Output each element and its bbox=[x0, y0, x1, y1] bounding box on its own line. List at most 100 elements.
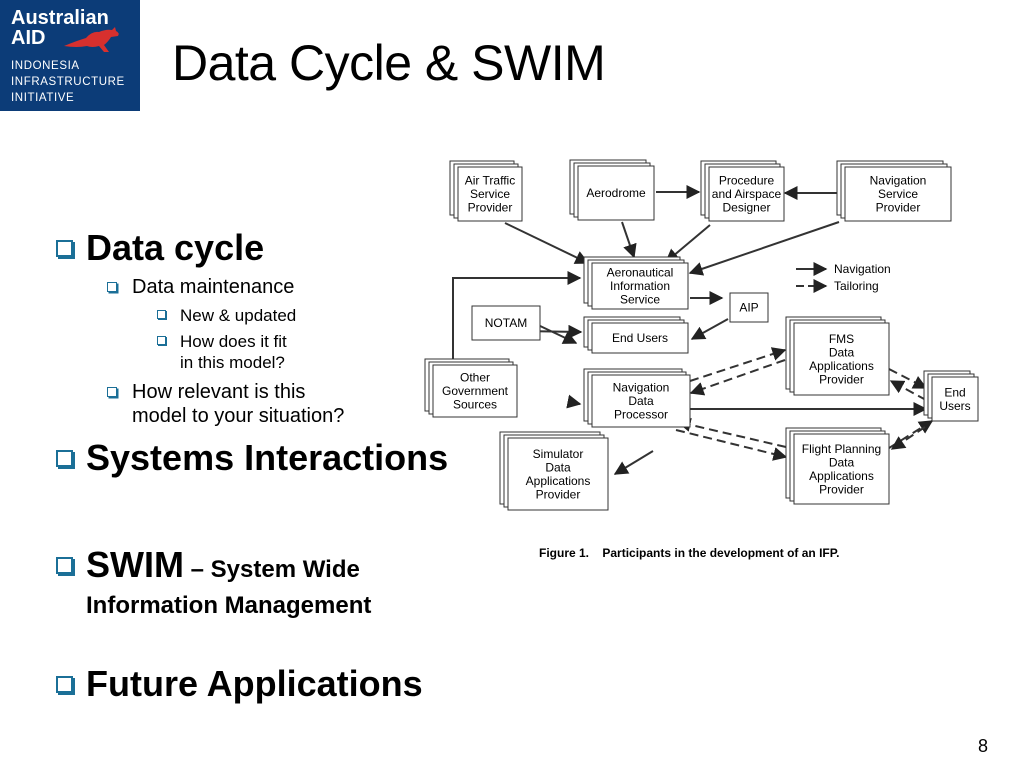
figure-caption-label: Figure 1. bbox=[539, 546, 590, 560]
edge-atsp-to-ais bbox=[504, 222, 590, 264]
diagram-edges bbox=[452, 185, 928, 475]
legend-tailoring-label: Tailoring bbox=[834, 279, 879, 293]
node-navproc-label: Navigation bbox=[613, 381, 670, 395]
node-atsp-label: Provider bbox=[468, 201, 513, 215]
bullet-text: How relevant is this model to your situa… bbox=[132, 380, 344, 428]
node-nsp-label: Navigation bbox=[870, 174, 927, 188]
bullet-data-maintenance: Data maintenance bbox=[107, 275, 294, 299]
swim-line2: Information Management bbox=[86, 592, 372, 619]
edge-flightplan-to-navproc bbox=[676, 418, 787, 448]
bullet-checkbox-icon bbox=[56, 557, 73, 574]
node-procedure-label: and Airspace bbox=[712, 187, 782, 201]
logo-brand: Australian AID bbox=[11, 8, 109, 48]
node-endusers2-box bbox=[931, 376, 979, 422]
node-nsp-label: Service bbox=[878, 187, 918, 201]
node-aerodrome-box bbox=[577, 165, 655, 221]
edge-fms-to-endusers2 bbox=[888, 368, 928, 389]
node-notam: NOTAM bbox=[471, 305, 541, 341]
node-ais-label: Aeronautical bbox=[607, 266, 674, 280]
node-nsp-box bbox=[844, 166, 952, 222]
node-atsp-box bbox=[457, 166, 523, 222]
node-notam-label: NOTAM bbox=[485, 316, 527, 330]
bullet-checkbox-icon bbox=[56, 450, 73, 467]
node-endusers2-label: End bbox=[944, 385, 965, 399]
node-fms-box bbox=[793, 322, 890, 396]
bullet-text: Systems Interactions bbox=[86, 437, 449, 478]
node-procedure-label: Procedure bbox=[719, 174, 775, 188]
edge-notam-to-navproc bbox=[537, 324, 578, 344]
bullet-text: Data cycle bbox=[86, 227, 265, 268]
node-other-box bbox=[432, 364, 518, 418]
bullet-new-updated: New & updated bbox=[157, 305, 296, 326]
node-simulator-box bbox=[507, 437, 609, 511]
node-aip-box bbox=[729, 292, 769, 323]
figure-caption: Figure 1. Participants in the developmen… bbox=[539, 546, 840, 560]
kangaroo-icon bbox=[64, 27, 119, 52]
edge-flightplan-to-endusers2 bbox=[888, 420, 934, 449]
bullet-checkbox-icon bbox=[157, 336, 166, 345]
node-atsp-label: Service bbox=[470, 187, 510, 201]
node-aerodrome: Aerodrome bbox=[569, 159, 655, 221]
swim-label: SWIM bbox=[86, 544, 184, 585]
ifp-participants-diagram: Air TrafficServiceProviderAerodromeProce… bbox=[424, 159, 979, 511]
node-endusers2-label: Users bbox=[939, 399, 970, 413]
bullet-future-applications: Future Applications bbox=[56, 664, 423, 704]
bullet-text-line1: How does it fit bbox=[180, 332, 287, 351]
edge-navproc-to-fms bbox=[689, 347, 787, 382]
node-ais-label: Service bbox=[620, 293, 660, 307]
edge-navproc-to-simulator bbox=[613, 450, 654, 475]
node-procedure-label: Designer bbox=[722, 201, 770, 215]
bullet-swim: SWIM – System Wide Information Managemen… bbox=[56, 545, 371, 622]
figure-caption-text: Participants in the development of an IF… bbox=[602, 546, 840, 560]
node-aip-label: AIP bbox=[739, 301, 758, 315]
bullet-checkbox-icon bbox=[107, 387, 117, 397]
bullet-checkbox-icon bbox=[157, 310, 166, 319]
bullet-how-relevant: How relevant is this model to your situa… bbox=[107, 380, 344, 428]
bullet-text: Data maintenance bbox=[132, 276, 295, 298]
node-navproc-box bbox=[591, 374, 691, 428]
node-fms-label: Provider bbox=[819, 372, 864, 386]
slide-title: Data Cycle & SWIM bbox=[172, 35, 606, 91]
logo-sub-line2: INFRASTRUCTURE bbox=[11, 76, 125, 88]
bullet-text: How does it fit in this model? bbox=[180, 331, 287, 373]
node-nsp-label: Provider bbox=[876, 201, 921, 215]
node-fms-label: FMS bbox=[829, 332, 854, 346]
node-simulator-label: Applications bbox=[526, 474, 591, 488]
edge-nsp-to-ais bbox=[688, 221, 840, 276]
bullet-text: New & updated bbox=[180, 306, 297, 325]
node-flightplan-label: Provider bbox=[819, 482, 864, 496]
node-endusers: End Users bbox=[583, 316, 689, 354]
edge-procedure-to-ais bbox=[664, 224, 711, 263]
node-other-label: Sources bbox=[453, 398, 497, 412]
node-simulator-label: Provider bbox=[536, 487, 581, 501]
node-atsp-label: Air Traffic bbox=[465, 174, 515, 188]
node-notam-box bbox=[471, 305, 541, 341]
node-flightplan-box bbox=[793, 433, 890, 505]
bullet-text-line2: in this model? bbox=[180, 353, 285, 372]
bullet-text: SWIM – System Wide Information Managemen… bbox=[86, 545, 371, 622]
bullet-how-does-it-fit: How does it fit in this model? bbox=[157, 331, 287, 373]
diagram-tailoring-edges bbox=[675, 347, 934, 461]
node-procedure-box bbox=[708, 166, 785, 222]
logo-brand-line2: AID bbox=[11, 27, 46, 49]
node-flightplan-label: Data bbox=[829, 455, 855, 469]
node-endusers-label: End Users bbox=[612, 331, 668, 345]
edge-fms-to-navproc bbox=[689, 359, 786, 396]
bullet-text-line1: How relevant is this bbox=[132, 381, 306, 403]
australian-aid-logo: Australian AID INDONESIA INFRASTRUCTURE … bbox=[0, 0, 140, 111]
edge-endusers2-to-flightplan bbox=[890, 426, 926, 450]
swim-dash-text: – System Wide bbox=[183, 556, 360, 583]
node-simulator-label: Simulator bbox=[533, 447, 584, 461]
node-ais-box bbox=[591, 262, 689, 310]
bullet-text-line2: model to your situation? bbox=[132, 405, 345, 427]
bullet-systems-interactions: Systems Interactions bbox=[56, 438, 448, 478]
node-flightplan-label: Applications bbox=[809, 469, 874, 483]
node-simulator-label: Data bbox=[545, 460, 571, 474]
